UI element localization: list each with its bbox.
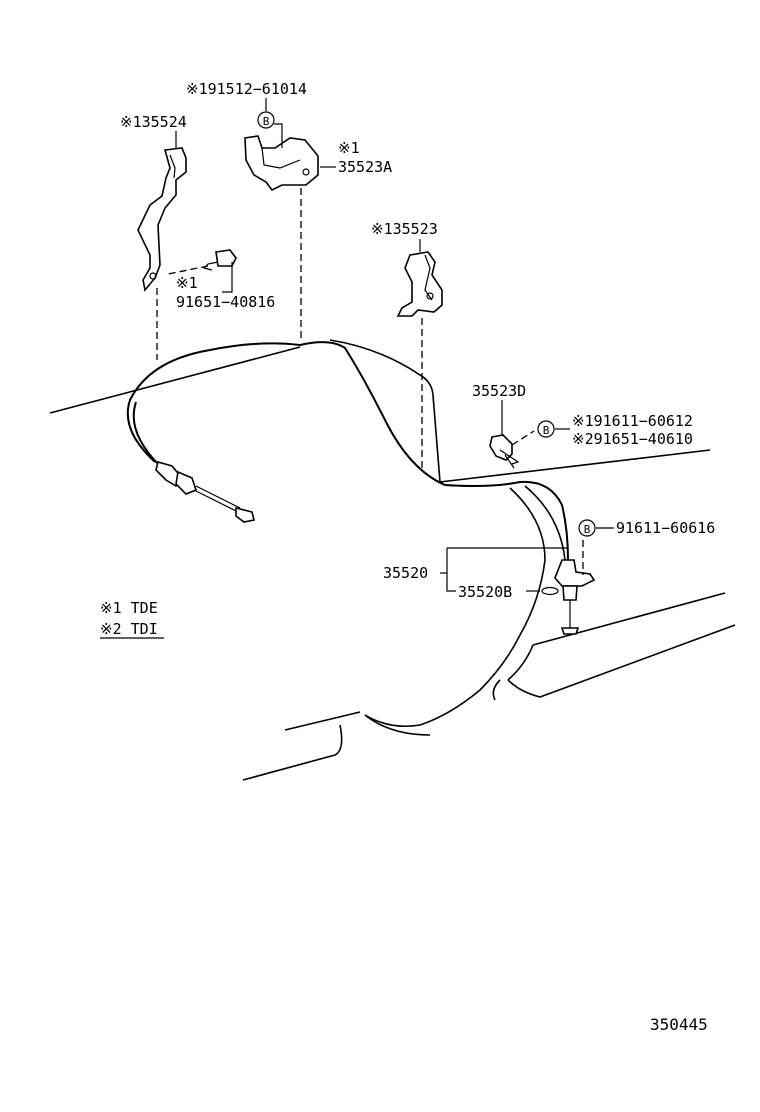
b-marker-2: B xyxy=(537,420,555,438)
clamp-35523a xyxy=(244,135,319,340)
bracket-135523 xyxy=(396,251,443,468)
label-135524: ※135524 xyxy=(120,113,187,131)
diagram-id: 350445 xyxy=(650,1015,708,1034)
label-191611-60612: ※191611−60612 xyxy=(572,412,693,430)
label-35520: 35520 xyxy=(383,564,428,582)
svg-text:B: B xyxy=(543,424,550,437)
label-35523a: 35523A xyxy=(338,158,392,176)
part-35520b xyxy=(541,586,559,596)
bolt-91651-40816 xyxy=(167,249,237,275)
label-mark-1-35523a: ※1 xyxy=(338,139,360,157)
label-mark-1-bolt: ※1 xyxy=(176,274,198,292)
vehicle-body-outline xyxy=(49,339,736,781)
legend-note-tde: ※1 TDE xyxy=(100,599,158,617)
svg-text:B: B xyxy=(263,115,270,128)
svg-text:B: B xyxy=(584,523,591,536)
label-35520b: 35520B xyxy=(458,583,512,601)
label-91651-40816: 91651−40816 xyxy=(176,293,275,311)
label-191512-61014: ※191512−61014 xyxy=(186,80,307,98)
label-135523: ※135523 xyxy=(371,220,438,238)
label-91611-60616: 91611−60616 xyxy=(616,519,715,537)
b-marker-1: B xyxy=(257,111,275,129)
label-291651-40610: ※291651−40610 xyxy=(572,430,693,448)
legend-note-tdi: ※2 TDI xyxy=(100,620,158,638)
cable-end-fitting xyxy=(554,540,596,635)
throttle-cable xyxy=(126,341,569,561)
clamp-35523d xyxy=(489,400,535,469)
label-35523d: 35523D xyxy=(472,382,526,400)
bracket-135524 xyxy=(137,147,187,360)
b-marker-3: B xyxy=(578,519,596,537)
leader-lines xyxy=(175,98,614,592)
